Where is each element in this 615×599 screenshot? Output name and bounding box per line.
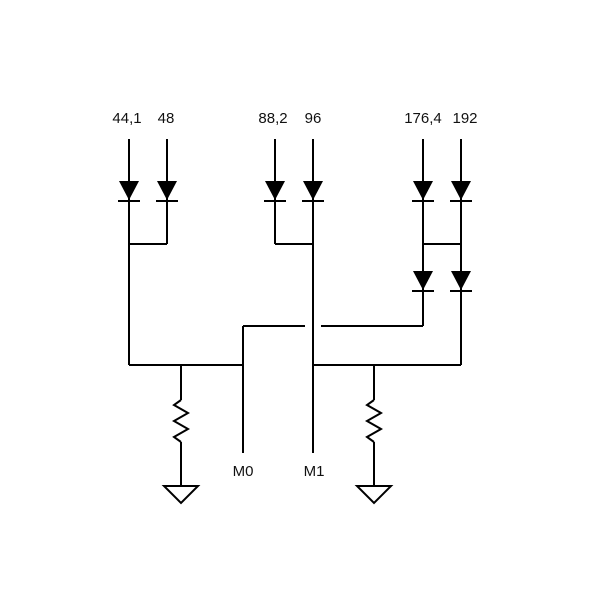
output-label-m0: M0 xyxy=(233,463,254,480)
resistor-m0 xyxy=(173,399,189,443)
diode-88-2 xyxy=(263,180,287,202)
m1-bus xyxy=(313,364,461,486)
input-label-44-1: 44,1 xyxy=(112,110,141,127)
diode-44-1 xyxy=(117,180,141,202)
input-label-176-4: 176,4 xyxy=(404,110,442,127)
diode-96 xyxy=(301,180,325,202)
input-label-48: 48 xyxy=(158,110,175,127)
input-wires xyxy=(128,139,462,453)
diode-176-4 xyxy=(411,180,435,202)
input-label-192: 192 xyxy=(452,110,477,127)
resistor-m1 xyxy=(366,399,382,443)
diode-48 xyxy=(155,180,179,202)
diode-192-stage2 xyxy=(449,270,473,292)
ground-icon xyxy=(163,485,199,504)
m0-bus xyxy=(129,364,243,486)
diode-192 xyxy=(449,180,473,202)
input-label-88-2: 88,2 xyxy=(258,110,287,127)
output-label-m1: M1 xyxy=(304,463,325,480)
ground-icon xyxy=(356,485,392,504)
input-label-96: 96 xyxy=(305,110,322,127)
diode-176-4-stage2 xyxy=(411,270,435,292)
m0-crossover-bus xyxy=(242,325,423,453)
